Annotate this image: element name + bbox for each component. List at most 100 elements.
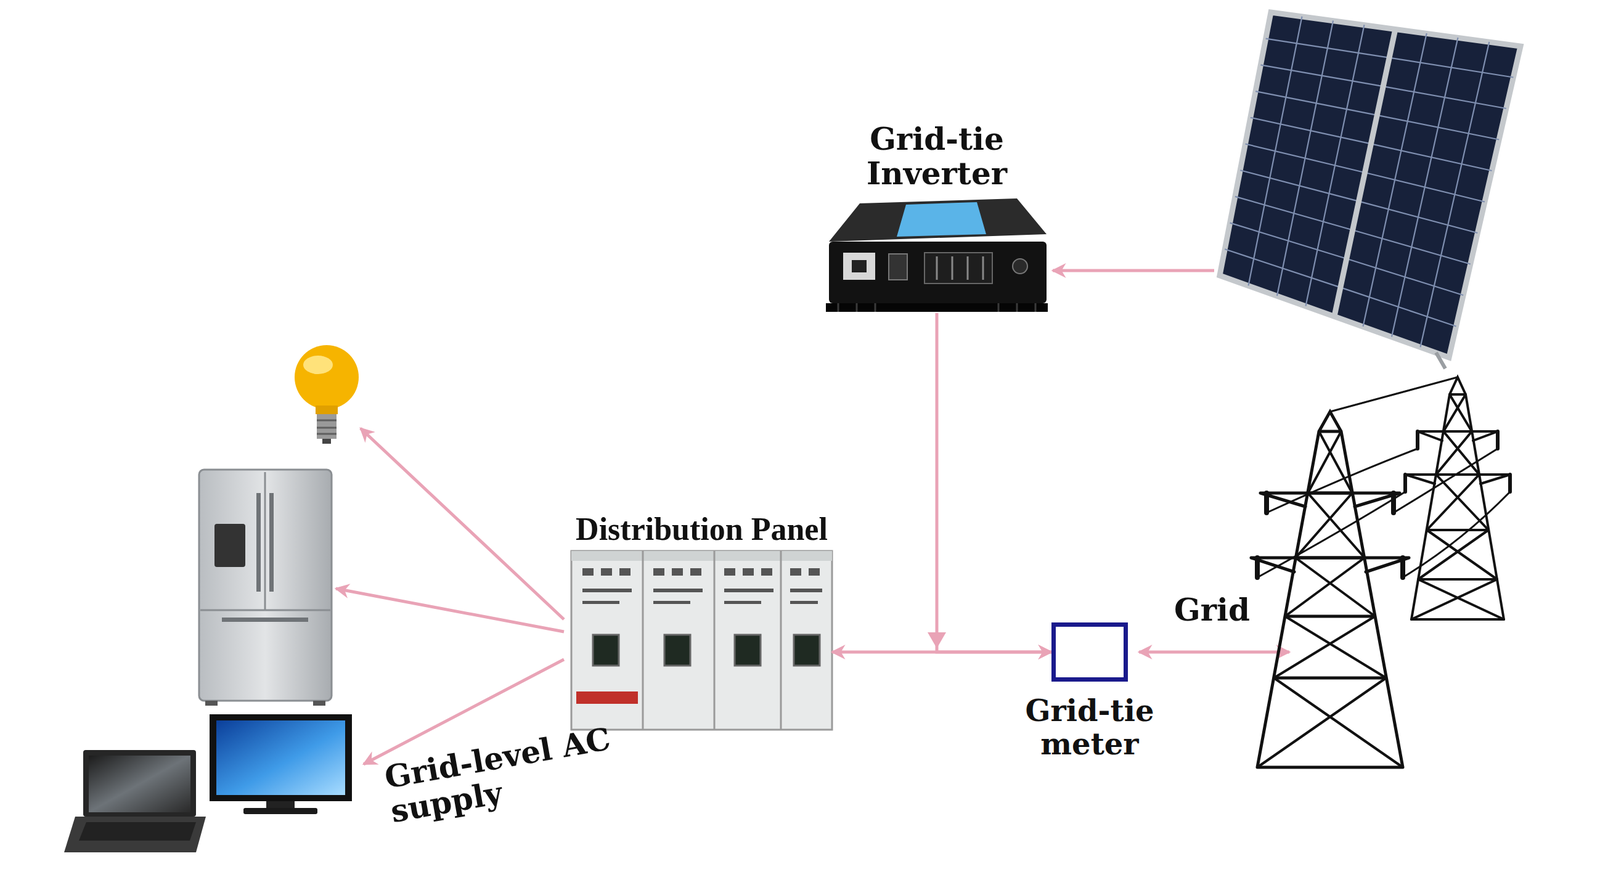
dc-socket [1012,258,1028,274]
cabinet-meters [582,568,823,605]
water-dispenser [214,523,246,568]
dc-arrow [1052,269,1215,273]
fin-lines [838,303,1036,312]
bulb-tip [322,438,331,444]
meter-row [790,588,823,593]
supply-arrows [335,428,564,765]
meter [600,568,613,576]
cabinet-windows [592,634,820,666]
meter-row [653,600,691,605]
meter [761,568,773,576]
meter [742,568,754,576]
window [664,634,691,666]
meter [724,568,736,576]
distribution-cabinet [571,551,833,730]
laptop-lid [83,750,196,817]
laptop-keyboard [78,822,196,841]
drawer-split [200,609,331,612]
grid-label: Grid [1174,592,1250,628]
bulb-neck [315,405,338,415]
window [793,634,820,666]
inverter-device [825,198,1048,312]
cabinet-top [571,551,833,561]
cell-line [1340,57,1514,327]
back-insulators [1405,431,1511,492]
light-bulb [294,345,359,444]
supply-arrow [335,588,564,632]
fridge-body [199,469,332,701]
node-label: Distribution Panel [575,511,828,548]
panel-frame [1219,12,1521,358]
inverter-node: Grid-tie Inverter [825,195,1048,314]
back-tower-arms [1405,431,1511,484]
supply-arrow [360,428,564,620]
terminal-block [924,252,993,284]
tv-frame [209,714,352,802]
meter [690,568,702,576]
laptop-base [64,816,206,853]
power-connector [936,313,1052,653]
back-tower-legs [1411,377,1504,620]
meter-row [582,600,620,605]
transmission-towers [1251,377,1511,768]
meter-row [582,588,632,593]
inverter-fins [825,303,1048,312]
meter [790,568,802,576]
door-split [264,472,267,611]
bulb-base [316,414,337,439]
panel-divider [1334,28,1396,317]
meter-row [653,588,703,593]
tv-stand [243,808,318,815]
television [209,714,352,815]
bulb-thread [316,420,337,434]
grid-tie-meter-box: Grid-tie meter [1051,622,1128,682]
ac-outlet [843,252,876,280]
meter [582,568,594,576]
drawer-handle [221,617,309,622]
nameplate [576,691,638,704]
solar-panel [1219,12,1521,369]
tv-screen [216,720,346,796]
panel-cells [1224,16,1514,348]
meter [808,568,820,576]
node-label: Grid-tie Inverter [832,122,1042,192]
panel-stand [1436,352,1446,369]
inverter-stripe [896,202,987,237]
terminals [936,256,984,280]
back-tower-lattice [1411,394,1504,620]
front-tower-legs [1257,411,1403,768]
distribution-panel-node: Distribution Panel [571,551,833,730]
switch [888,253,908,280]
meter [619,568,631,576]
meter [671,568,683,576]
meter-row [790,600,818,605]
bulb-highlight [303,355,333,375]
fridge-foot [313,700,326,706]
supply-label: Grid-level AC supply [382,718,637,830]
fridge-foot [205,700,218,706]
window [592,634,619,666]
front-tower-lattice [1257,431,1403,768]
cabinet-dividers [642,551,781,730]
node-label: Grid-tie meter [987,694,1192,762]
tv-neck [266,801,295,809]
inverter-front [828,241,1047,304]
grid-arrow [1138,650,1290,654]
refrigerator [199,469,332,706]
outlet-hole [851,260,867,273]
meter-row [724,600,762,605]
fridge-handle [269,493,274,592]
cabinet-body [571,551,833,730]
window [734,634,761,666]
fridge-handle [256,493,261,592]
laptop-screen [88,755,191,813]
meter-row [724,588,774,593]
bulb-glass [294,345,359,410]
power-lines [1257,377,1511,578]
laptop [64,750,206,853]
inverter-top [828,198,1047,242]
meter [653,568,665,576]
